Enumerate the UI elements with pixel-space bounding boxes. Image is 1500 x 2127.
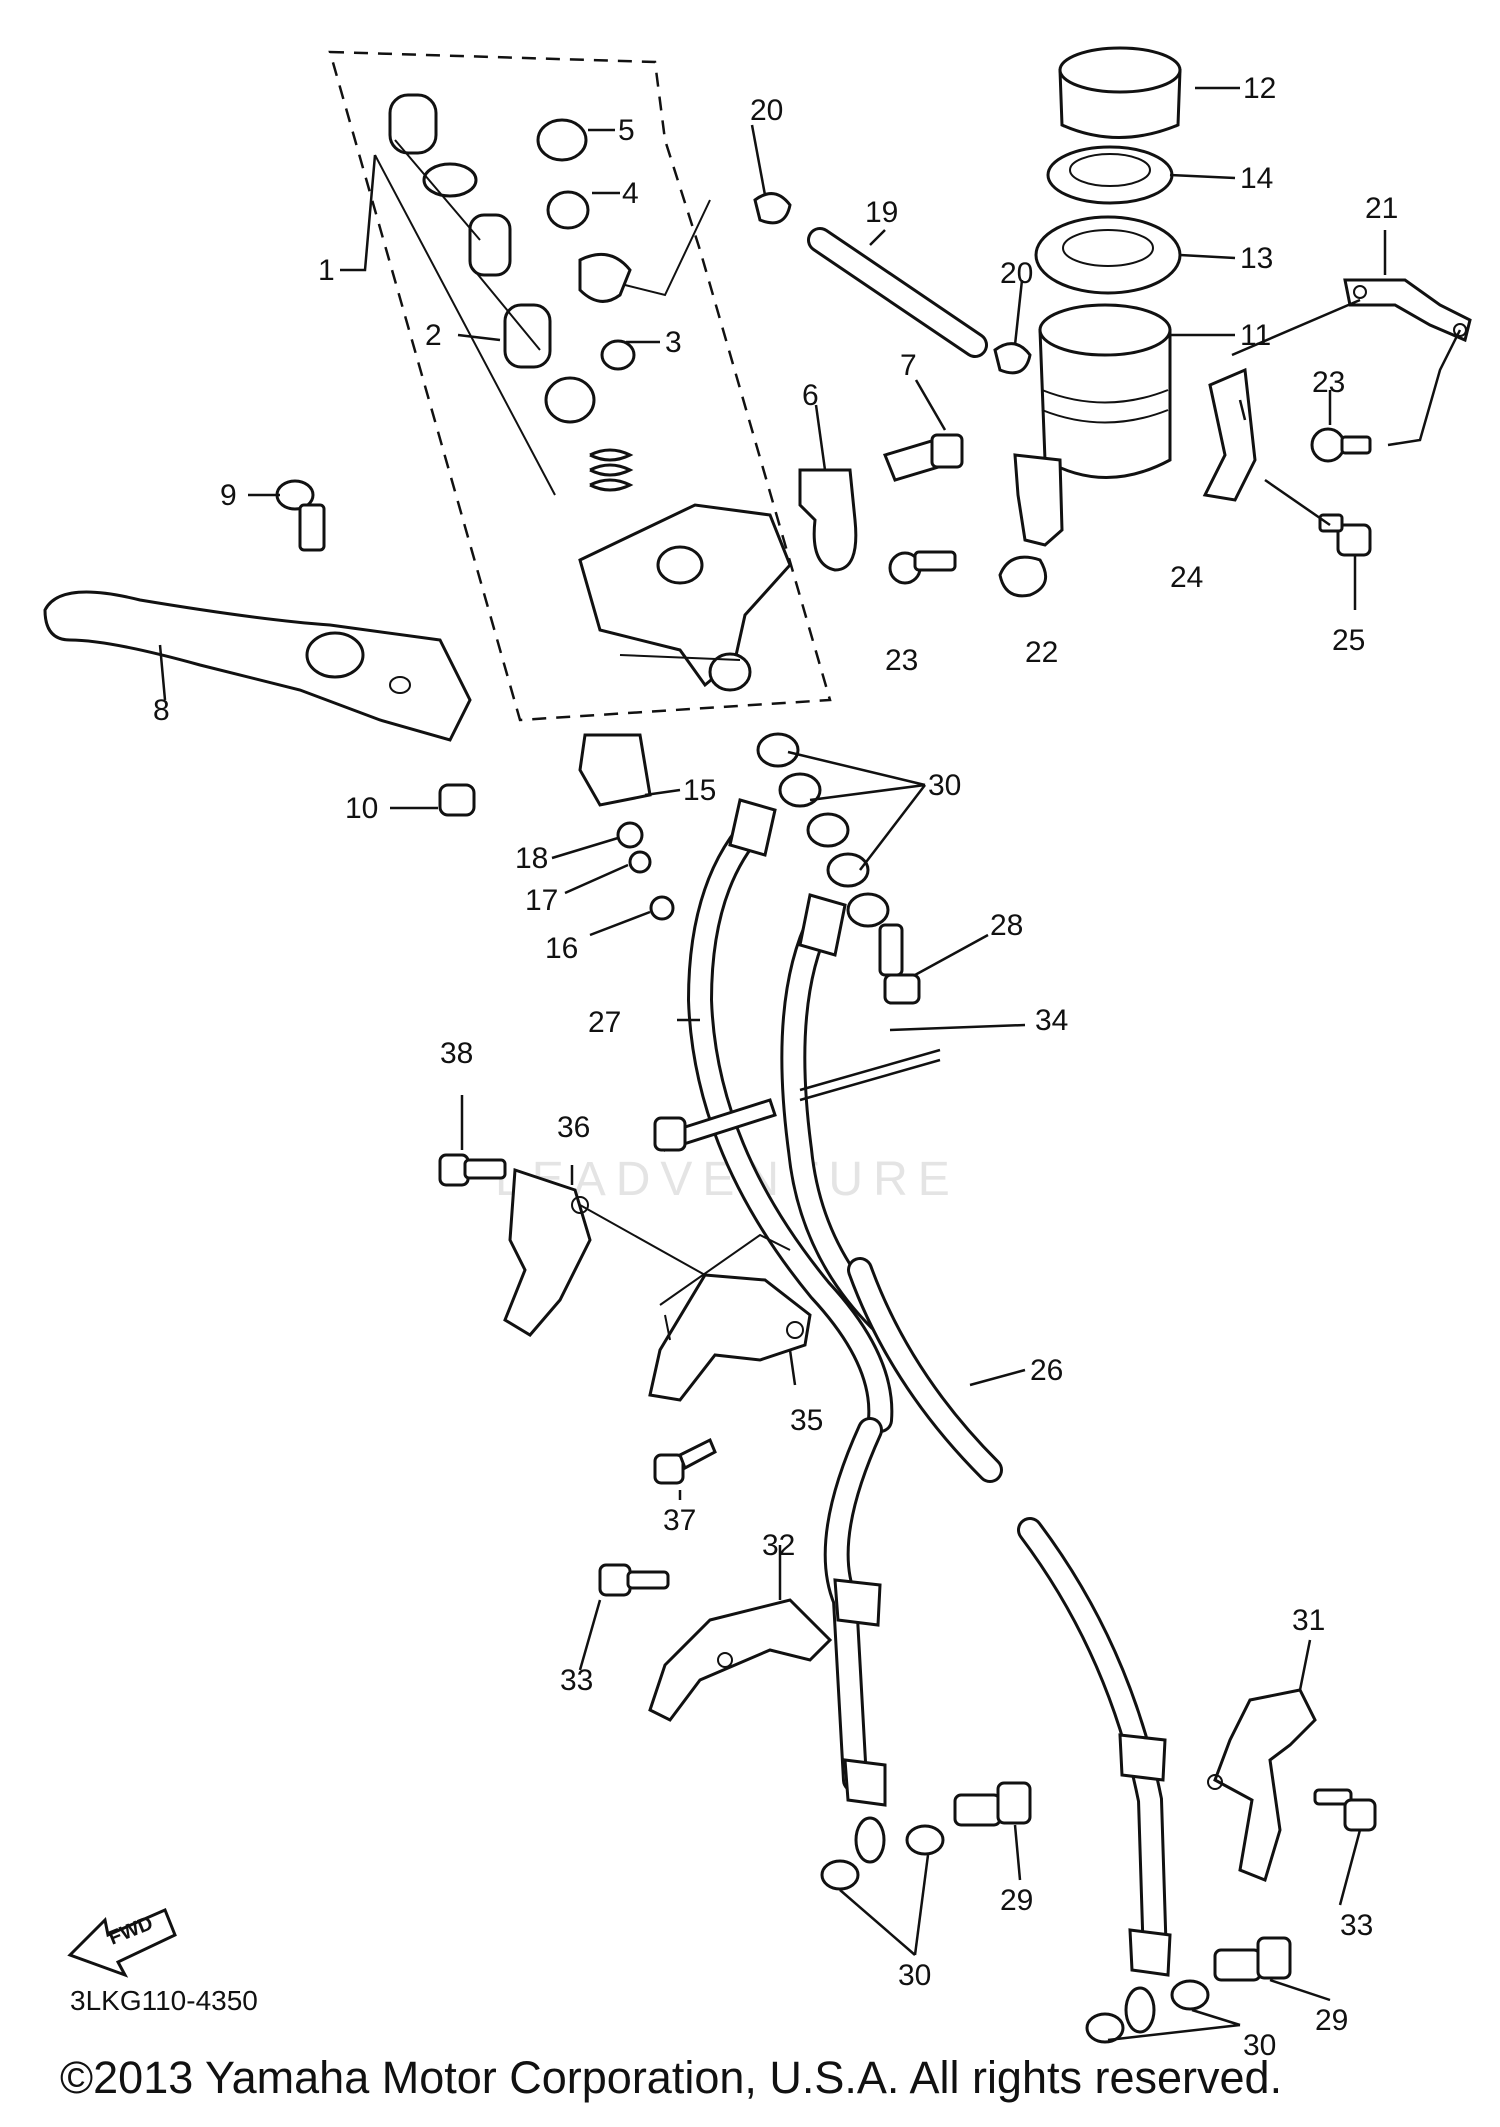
callout-37: 37 (663, 1504, 696, 1537)
copyright-notice: ©2013 Yamaha Motor Corporation, U.S.A. A… (60, 2052, 1283, 2103)
callout-20-lower: 20 (1000, 257, 1033, 290)
reservoir-bolt (1310, 427, 1372, 463)
reservoir-stay (1202, 367, 1257, 502)
callout-5: 5 (618, 114, 635, 147)
callout-27: 27 (588, 1006, 621, 1039)
hose-joint-bolt-lower (653, 1437, 717, 1485)
callout-33-right: 33 (1340, 1909, 1373, 1942)
reservoir-hose (807, 227, 988, 358)
callout-18: 18 (515, 842, 548, 875)
front-brake-switch (578, 733, 675, 921)
union-bolt-washers-upper (756, 732, 890, 928)
callout-13: 13 (1240, 242, 1273, 275)
piston-kit-parts (374, 93, 634, 496)
hose-joint-holder (579, 1204, 812, 1402)
callout-15: 15 (683, 774, 716, 807)
reservoir-bracket (1343, 278, 1472, 343)
reservoir-holder-clip (888, 453, 1064, 598)
forward-direction-icon: FWD (67, 1908, 177, 1978)
callout-32: 32 (762, 1529, 795, 1562)
callout-23-left: 23 (885, 644, 918, 677)
master-cylinder-body (578, 503, 792, 692)
callout-30-lower-left: 30 (898, 1959, 931, 1992)
reservoir-diaphragm (1034, 215, 1182, 295)
callout-12: 12 (1243, 72, 1276, 105)
callout-4: 4 (622, 177, 639, 210)
callout-24: 24 (1170, 561, 1203, 594)
union-bolt-upper (878, 923, 921, 1005)
reservoir-tank (1038, 303, 1172, 479)
callout-14: 14 (1240, 162, 1273, 195)
callout-26: 26 (1030, 1354, 1063, 1387)
lever-nut (438, 783, 476, 817)
pivot-bolt (275, 479, 326, 552)
union-bolt-lower-right (1213, 1936, 1292, 1982)
dust-boot-and-reservoir-hose-joint (536, 118, 711, 371)
callout-34: 34 (1035, 1004, 1068, 1037)
callout-29-right: 29 (1315, 2004, 1348, 2037)
callout-10: 10 (345, 792, 378, 825)
callout-1: 1 (318, 254, 335, 287)
callout-22: 22 (1025, 636, 1058, 669)
brake-hose-guide (653, 1048, 941, 1152)
callout-28: 28 (990, 909, 1023, 942)
brake-lever (43, 590, 472, 742)
master-cylinder-kit-outline (328, 50, 832, 722)
reservoir-cap (1058, 46, 1182, 139)
hose-holder-right (1207, 1688, 1317, 1883)
diagram-code: 3LKG110-4350 (70, 1985, 258, 2016)
callout-29-left: 29 (1000, 1884, 1033, 1917)
callout-3: 3 (665, 326, 682, 359)
callout-35: 35 (790, 1404, 823, 1437)
callout-21: 21 (1365, 192, 1398, 225)
callout-7: 7 (900, 349, 917, 382)
callout-6: 6 (802, 379, 819, 412)
callout-23-right: 23 (1312, 366, 1345, 399)
callout-36: 36 (557, 1111, 590, 1144)
callout-labels: 1 2 3 4 5 6 7 8 9 10 11 12 13 14 15 16 1… (153, 72, 1398, 2062)
callout-9: 9 (220, 479, 237, 512)
stay-bolt (1318, 513, 1372, 557)
hose-joint-bolt-upper (438, 1153, 507, 1187)
callout-31: 31 (1292, 1604, 1325, 1637)
callout-33-left: 33 (560, 1664, 593, 1697)
brake-hose-upper (686, 798, 894, 1433)
union-bolt-lower-left (953, 1781, 1032, 1827)
callout-17: 17 (525, 884, 558, 917)
callout-30-lower-right: 30 (1243, 2029, 1276, 2062)
callout-2: 2 (425, 319, 442, 352)
hose-holder-bolt-right (1313, 1788, 1377, 1832)
hose-clip-upper (753, 192, 792, 225)
master-cylinder-holder (798, 433, 964, 572)
callout-11: 11 (1240, 319, 1271, 352)
reservoir-diaphragm-plate (1046, 145, 1174, 205)
hose-holder-bolt-left (598, 1563, 670, 1597)
callout-16: 16 (545, 932, 578, 965)
callout-8: 8 (153, 694, 170, 727)
hose-joint-bracket (503, 1167, 592, 1337)
callout-25: 25 (1332, 624, 1365, 657)
hose-holder-left (648, 1598, 833, 1722)
callout-19: 19 (865, 196, 898, 229)
hose-clip-lower (993, 342, 1032, 375)
union-bolt-washers-lower (820, 1824, 1210, 2044)
leader-lines (158, 86, 1462, 2042)
brake-hose-lower (823, 1257, 1172, 2034)
callout-30-upper: 30 (928, 769, 961, 802)
callout-20-upper: 20 (750, 94, 783, 127)
callout-38: 38 (440, 1037, 473, 1070)
